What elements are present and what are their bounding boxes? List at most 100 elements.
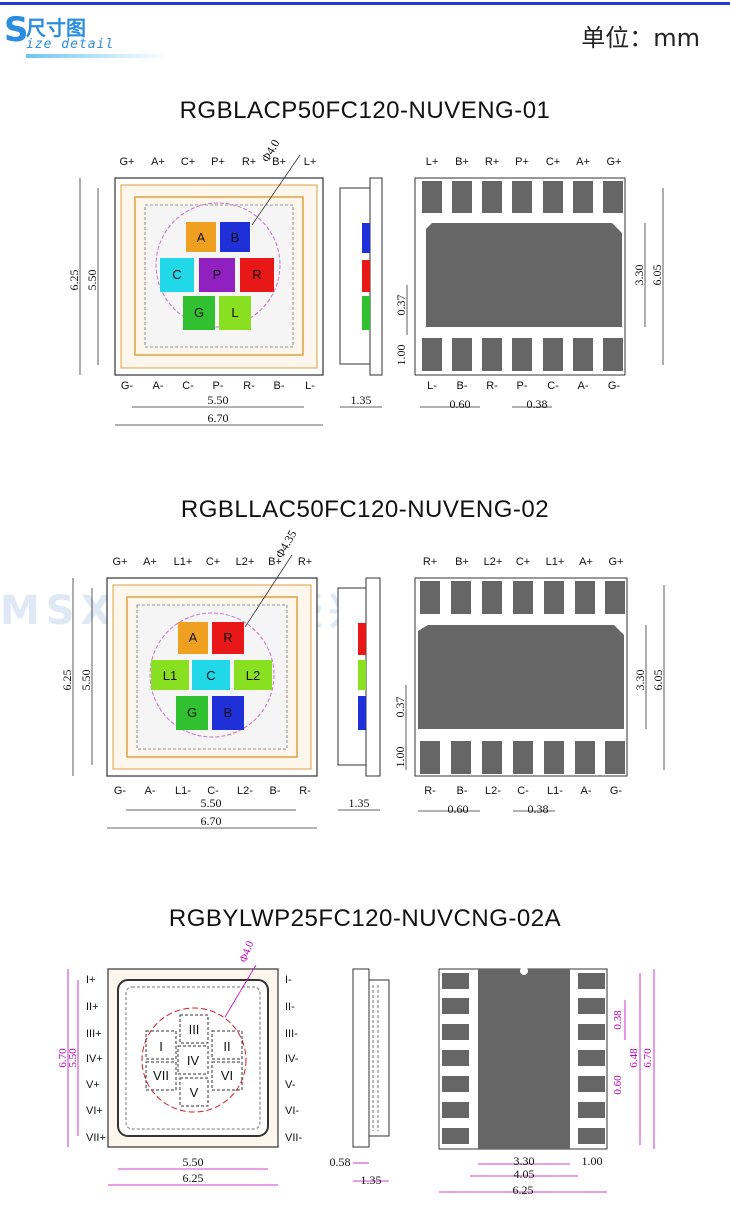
svg-text:C+: C+	[546, 156, 560, 168]
logo-underline	[26, 54, 166, 58]
svg-text:V: V	[190, 1085, 199, 1100]
svg-text:C-: C-	[207, 785, 219, 797]
pkg1-chip-c	[160, 258, 194, 292]
pkg3-left-pin-labels: I+ II+ III+ IV+ V+ VI+ VII+	[86, 974, 106, 1144]
svg-text:L-: L-	[305, 380, 315, 392]
pkg1-chip-l	[219, 296, 251, 330]
pkg2-top-pin-labels: G+ A+ L1+ C+ L2+ B+ R+	[113, 556, 313, 568]
svg-text:1.00: 1.00	[582, 1154, 603, 1168]
svg-text:R+: R+	[485, 156, 499, 168]
svg-text:L2+: L2+	[484, 556, 503, 568]
svg-text:G+: G+	[609, 556, 624, 568]
svg-text:1.35: 1.35	[351, 393, 372, 407]
svg-text:L1+: L1+	[546, 556, 565, 568]
svg-text:B: B	[231, 230, 240, 245]
logo-letter: S	[4, 10, 29, 50]
pkg2-back-top-pin-labels: R+ B+ L2+ C+ L1+ A+ G+	[423, 556, 624, 568]
svg-text:1.00: 1.00	[394, 345, 408, 366]
svg-text:C: C	[172, 267, 181, 282]
svg-text:R-: R-	[486, 380, 498, 392]
svg-text:A: A	[197, 230, 206, 245]
svg-text:6.05: 6.05	[650, 265, 664, 286]
svg-text:0.60: 0.60	[612, 1075, 624, 1095]
svg-text:L2+: L2+	[236, 556, 255, 568]
svg-text:0.37: 0.37	[393, 697, 407, 718]
pkg1-chip-a	[186, 222, 216, 252]
svg-text:6.25: 6.25	[67, 270, 81, 291]
svg-text:L-: L-	[427, 380, 437, 392]
svg-text:1.35: 1.35	[349, 796, 370, 810]
svg-text:6.70: 6.70	[208, 411, 229, 425]
svg-text:1.35: 1.35	[361, 1173, 382, 1187]
svg-text:3.30: 3.30	[633, 670, 647, 691]
svg-text:G-: G-	[114, 785, 127, 797]
pkg2-title: RGBLLAC50FC120-NUVENG-02	[180, 496, 550, 523]
pkg2-back-bottom-pin-labels: R- B- L2- C- L1- A- G-	[424, 785, 622, 797]
svg-text:6.05: 6.05	[651, 670, 665, 691]
svg-text:0.60: 0.60	[448, 802, 469, 816]
pkg1-pin-top: B+	[272, 156, 286, 168]
svg-text:0.58: 0.58	[330, 1155, 351, 1169]
svg-text:L2-: L2-	[237, 785, 253, 797]
svg-text:L1-: L1-	[547, 785, 563, 797]
svg-text:L1-: L1-	[175, 785, 191, 797]
svg-text:P-: P-	[517, 380, 528, 392]
pkg3-back-right-pads	[578, 973, 605, 1144]
svg-text:R-: R-	[243, 380, 255, 392]
svg-text:R-: R-	[424, 785, 436, 797]
svg-text:A+: A+	[576, 156, 590, 168]
svg-text:B: B	[224, 705, 233, 720]
svg-text:5.50: 5.50	[201, 796, 222, 810]
svg-text:L1+: L1+	[174, 556, 193, 568]
svg-text:VII: VII	[153, 1068, 169, 1083]
pkg1-bottom-pin-labels: G- A- C- P- R- B- L-	[121, 380, 315, 392]
svg-text:B+: B+	[455, 556, 469, 568]
svg-text:6.48: 6.48	[628, 1048, 640, 1068]
svg-text:R+: R+	[423, 556, 437, 568]
svg-text:5.50: 5.50	[208, 393, 229, 407]
pkg1-thermal-pad	[426, 223, 622, 327]
svg-text:R-: R-	[299, 785, 311, 797]
svg-text:G-: G-	[121, 380, 134, 392]
page-header: S 尺寸图 ize detail 单位：mm	[0, 0, 730, 60]
svg-text:G+: G+	[113, 556, 128, 568]
svg-text:I+: I+	[86, 974, 95, 986]
svg-text:6.70: 6.70	[642, 1048, 654, 1068]
pkg1-inner-frame	[134, 196, 304, 356]
pkg3-thermal-pad	[478, 969, 570, 1149]
pkg1-pin-top: G+	[120, 156, 135, 168]
svg-text:A-: A-	[578, 380, 589, 392]
logo-chinese-text: 尺寸图	[26, 16, 86, 40]
svg-text:B-: B-	[274, 380, 285, 392]
svg-text:A-: A-	[145, 785, 156, 797]
svg-text:6.25: 6.25	[513, 1183, 534, 1197]
svg-text:III+: III+	[86, 1028, 102, 1040]
svg-text:B-: B-	[270, 785, 281, 797]
svg-text:B-: B-	[457, 380, 468, 392]
svg-text:3.30: 3.30	[514, 1154, 535, 1168]
svg-text:VI: VI	[221, 1068, 233, 1083]
pkg1-chip-p	[199, 258, 235, 292]
svg-text:G+: G+	[607, 156, 622, 168]
svg-text:P: P	[213, 267, 222, 282]
svg-text:6.25: 6.25	[60, 670, 74, 691]
header-accent-line	[0, 2, 730, 5]
svg-text:VII+: VII+	[86, 1132, 106, 1144]
svg-text:5.50: 5.50	[183, 1155, 204, 1169]
pkg1-back-bottom-pads	[422, 338, 623, 371]
pkg3-back-left-pads	[442, 973, 469, 1144]
svg-text:C+: C+	[516, 556, 530, 568]
pkg2-thermal-pad	[418, 625, 624, 729]
pkg2-drawing: G+ A+ L1+ C+ L2+ B+ R+ Φ4.35 A R L1 C L2…	[60, 528, 665, 829]
svg-text:II-: II-	[285, 1001, 295, 1013]
svg-text:0.38: 0.38	[612, 1010, 624, 1030]
svg-text:Φ4.35: Φ4.35	[272, 528, 299, 561]
svg-text:5.50: 5.50	[67, 1048, 79, 1068]
svg-text:0.38: 0.38	[527, 397, 548, 411]
svg-text:A+: A+	[143, 556, 157, 568]
pkg1-title: RGBLACP50FC120-NUVENG-01	[179, 97, 551, 124]
pkg1-pin-top: P+	[211, 156, 225, 168]
svg-text:A: A	[189, 630, 198, 645]
svg-text:II: II	[223, 1039, 230, 1054]
svg-text:Φ4.0: Φ4.0	[238, 939, 257, 964]
